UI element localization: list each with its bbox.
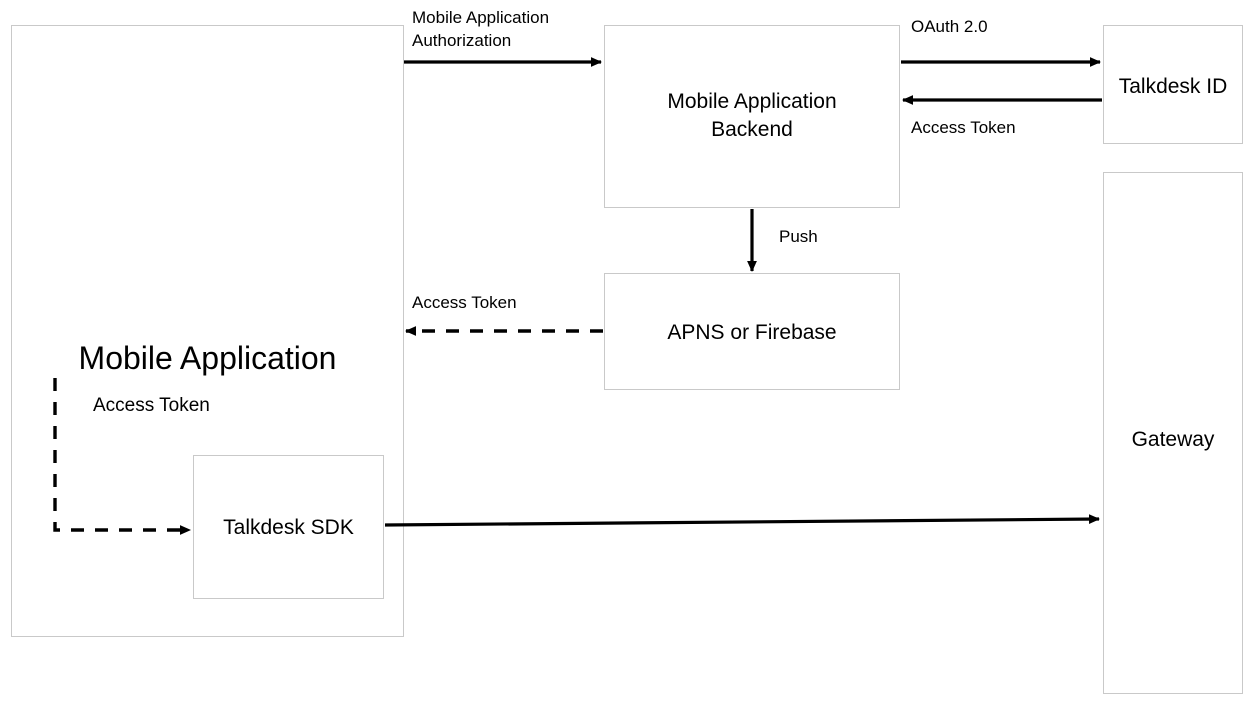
edge-label-access-token-to-sdk: Access Token xyxy=(93,395,210,416)
node-mobile-application-label: Mobile Application xyxy=(78,340,337,376)
node-gateway-label: Gateway xyxy=(1131,428,1215,451)
node-gateway[interactable]: Gateway xyxy=(1103,172,1243,694)
edge-label-push: Push xyxy=(779,227,818,246)
node-talkdesk-sdk[interactable]: Talkdesk SDK xyxy=(193,455,384,599)
node-talkdesk-sdk-label: Talkdesk SDK xyxy=(223,516,354,539)
edge-label-app-authorization: Mobile Application Authorization xyxy=(412,8,550,50)
node-apns-or-firebase[interactable]: APNS or Firebase xyxy=(604,273,900,390)
edge-sdk-to-gateway xyxy=(384,514,1100,527)
edge-label-oauth: OAuth 2.0 xyxy=(911,17,988,36)
node-apns-or-firebase-label: APNS or Firebase xyxy=(667,321,837,344)
node-talkdesk-id-label: Talkdesk ID xyxy=(1118,75,1228,98)
node-mobile-application-backend[interactable]: Mobile Application Backend xyxy=(604,25,900,208)
edge-label-access-token-from-id: Access Token xyxy=(911,118,1016,137)
edge-label-access-token-from-push: Access Token xyxy=(412,293,517,312)
node-mobile-application-backend-label: Mobile Application Backend xyxy=(667,90,837,141)
edge-app-to-sdk xyxy=(53,378,191,535)
node-talkdesk-id[interactable]: Talkdesk ID xyxy=(1103,25,1243,144)
